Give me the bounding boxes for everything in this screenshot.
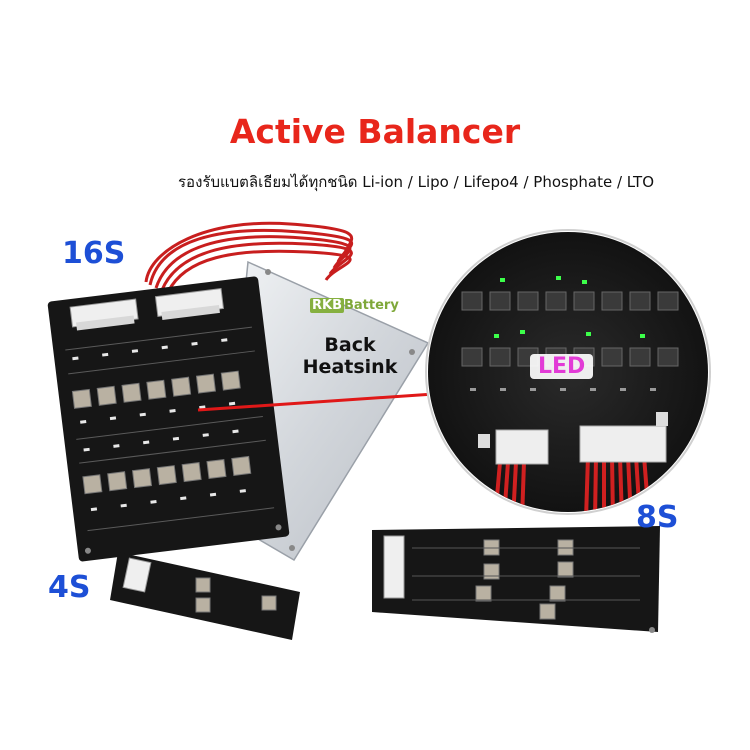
board-8s (372, 526, 660, 633)
label-4s: 4S (48, 570, 91, 605)
back-heatsink-label: Back Heatsink (290, 334, 410, 378)
page-title: Active Balancer (229, 112, 521, 151)
brand-watermark-rkb: RKB (310, 298, 344, 313)
pointer-line (197, 392, 435, 412)
back-heatsink-line1: Back (324, 334, 376, 356)
page-subtitle: รองรับแบตลิเธียมได้ทุกชนิด Li-ion / Lipo… (178, 173, 655, 191)
label-8s: 8S (636, 500, 679, 535)
back-heatsink-line2: Heatsink (302, 356, 398, 378)
led-label: LED (530, 354, 594, 379)
label-16s: 16S (62, 236, 126, 271)
wire-bundle (144, 221, 354, 293)
board-4s (110, 552, 300, 640)
brand-watermark-word: Battery (344, 298, 399, 313)
board-16s (47, 276, 290, 562)
